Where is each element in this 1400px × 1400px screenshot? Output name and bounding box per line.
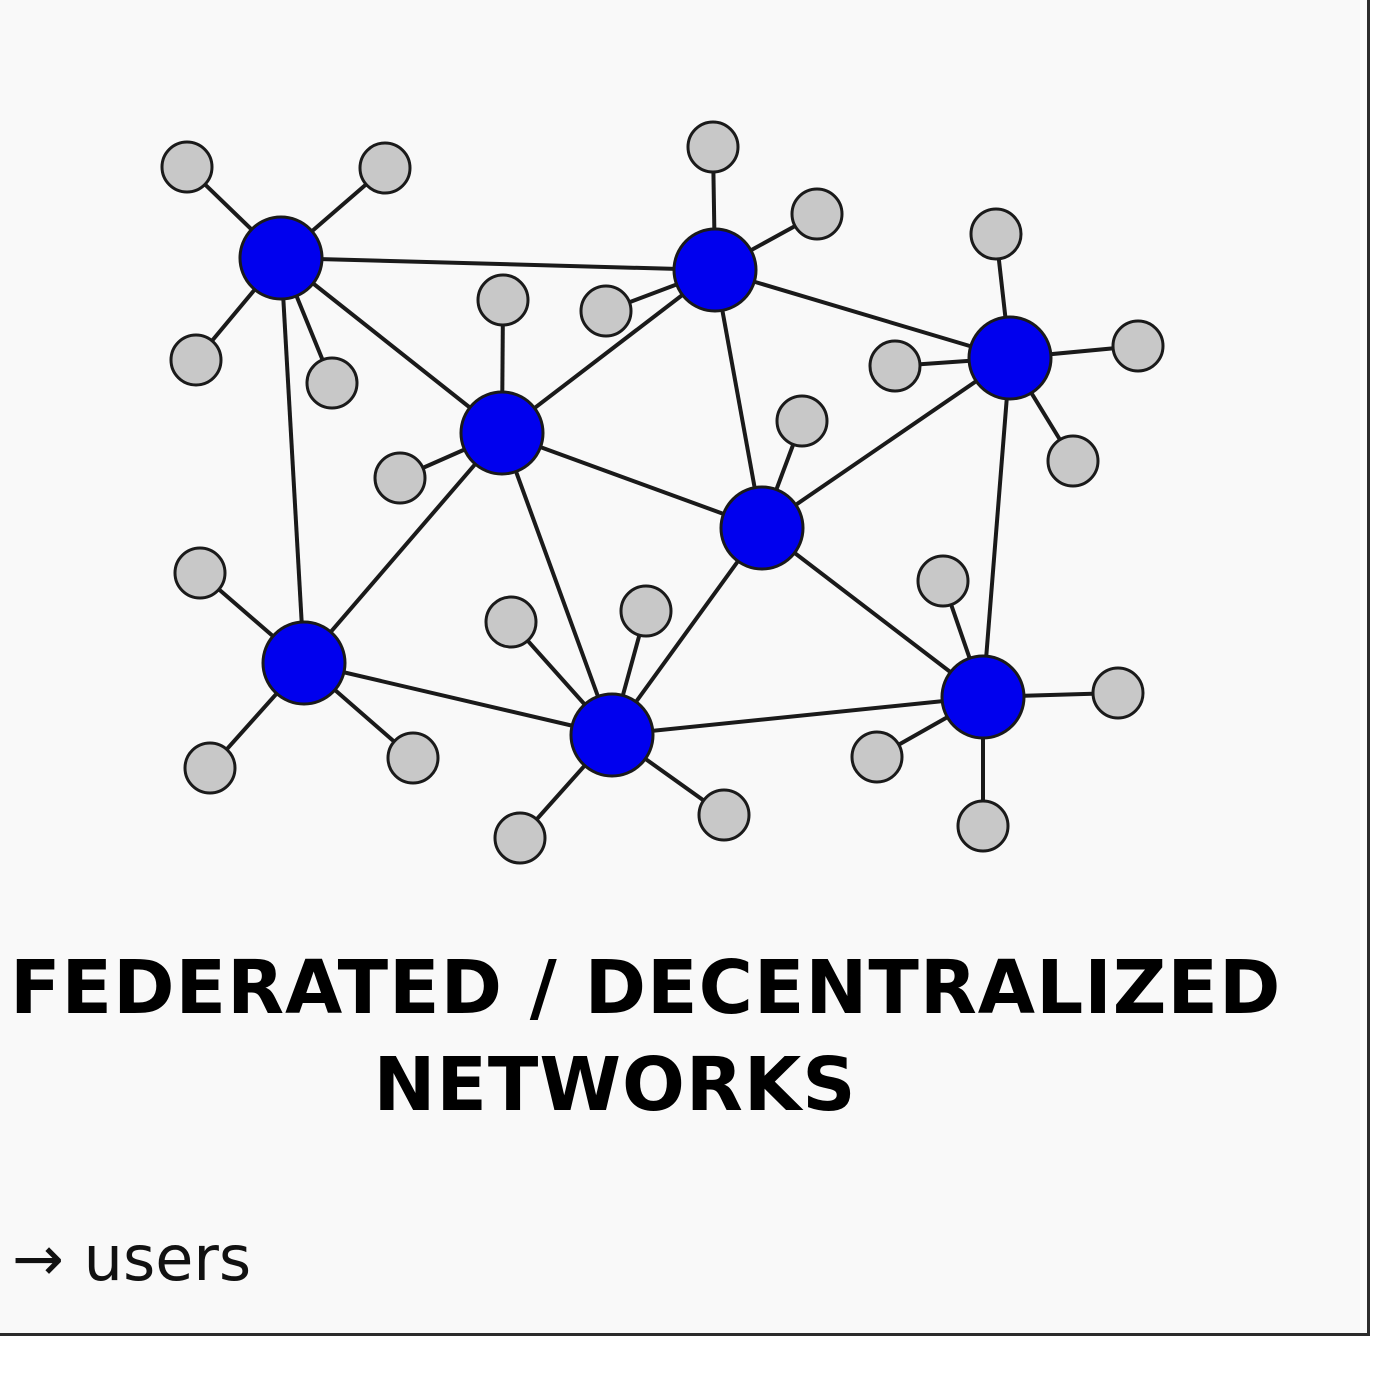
server-link xyxy=(610,526,764,737)
user-node xyxy=(305,356,359,410)
server-link xyxy=(714,268,1011,360)
server-link xyxy=(611,695,984,737)
user-node xyxy=(775,394,829,448)
server-link xyxy=(303,661,613,737)
user-node xyxy=(1091,666,1145,720)
server-node xyxy=(672,227,758,313)
server-link xyxy=(760,356,1012,530)
user-node xyxy=(868,339,922,393)
user-node xyxy=(790,187,844,241)
server-node xyxy=(569,692,655,778)
server-link xyxy=(279,257,306,664)
server-node xyxy=(261,620,347,706)
server-link xyxy=(500,432,614,736)
user-node xyxy=(850,730,904,784)
user-node xyxy=(916,554,970,608)
server-node xyxy=(459,390,545,476)
user-node xyxy=(386,731,440,785)
user-node xyxy=(1111,319,1165,373)
user-node xyxy=(358,141,412,195)
user-node xyxy=(183,741,237,795)
user-node xyxy=(160,140,214,194)
user-node xyxy=(493,811,547,865)
user-node xyxy=(619,584,673,638)
user-node xyxy=(173,546,227,600)
user-node xyxy=(484,595,538,649)
server-node xyxy=(940,654,1026,740)
server-link xyxy=(302,431,504,665)
server-link xyxy=(713,269,764,529)
user-node xyxy=(1046,434,1100,488)
user-node xyxy=(476,273,530,327)
server-link xyxy=(981,357,1012,698)
title-line-1: FEDERATED / DECENTRALIZED xyxy=(10,945,1282,1031)
server-link xyxy=(500,268,717,435)
user-node xyxy=(373,451,427,505)
user-node xyxy=(956,799,1010,853)
user-node xyxy=(697,788,751,842)
server-link xyxy=(760,526,985,699)
server-node xyxy=(719,485,805,571)
server-link xyxy=(280,256,716,272)
server-node xyxy=(238,215,324,301)
server-link xyxy=(501,431,763,530)
legend-users: → users xyxy=(12,1222,252,1295)
user-node xyxy=(579,284,633,338)
diagram-panel xyxy=(0,0,1370,1336)
server-link xyxy=(279,256,504,435)
nodes-layer xyxy=(160,120,1165,865)
user-node xyxy=(686,120,740,174)
user-node xyxy=(969,207,1023,261)
title-line-2: NETWORKS xyxy=(373,1042,857,1128)
user-node xyxy=(169,333,223,387)
server-node xyxy=(967,315,1053,401)
